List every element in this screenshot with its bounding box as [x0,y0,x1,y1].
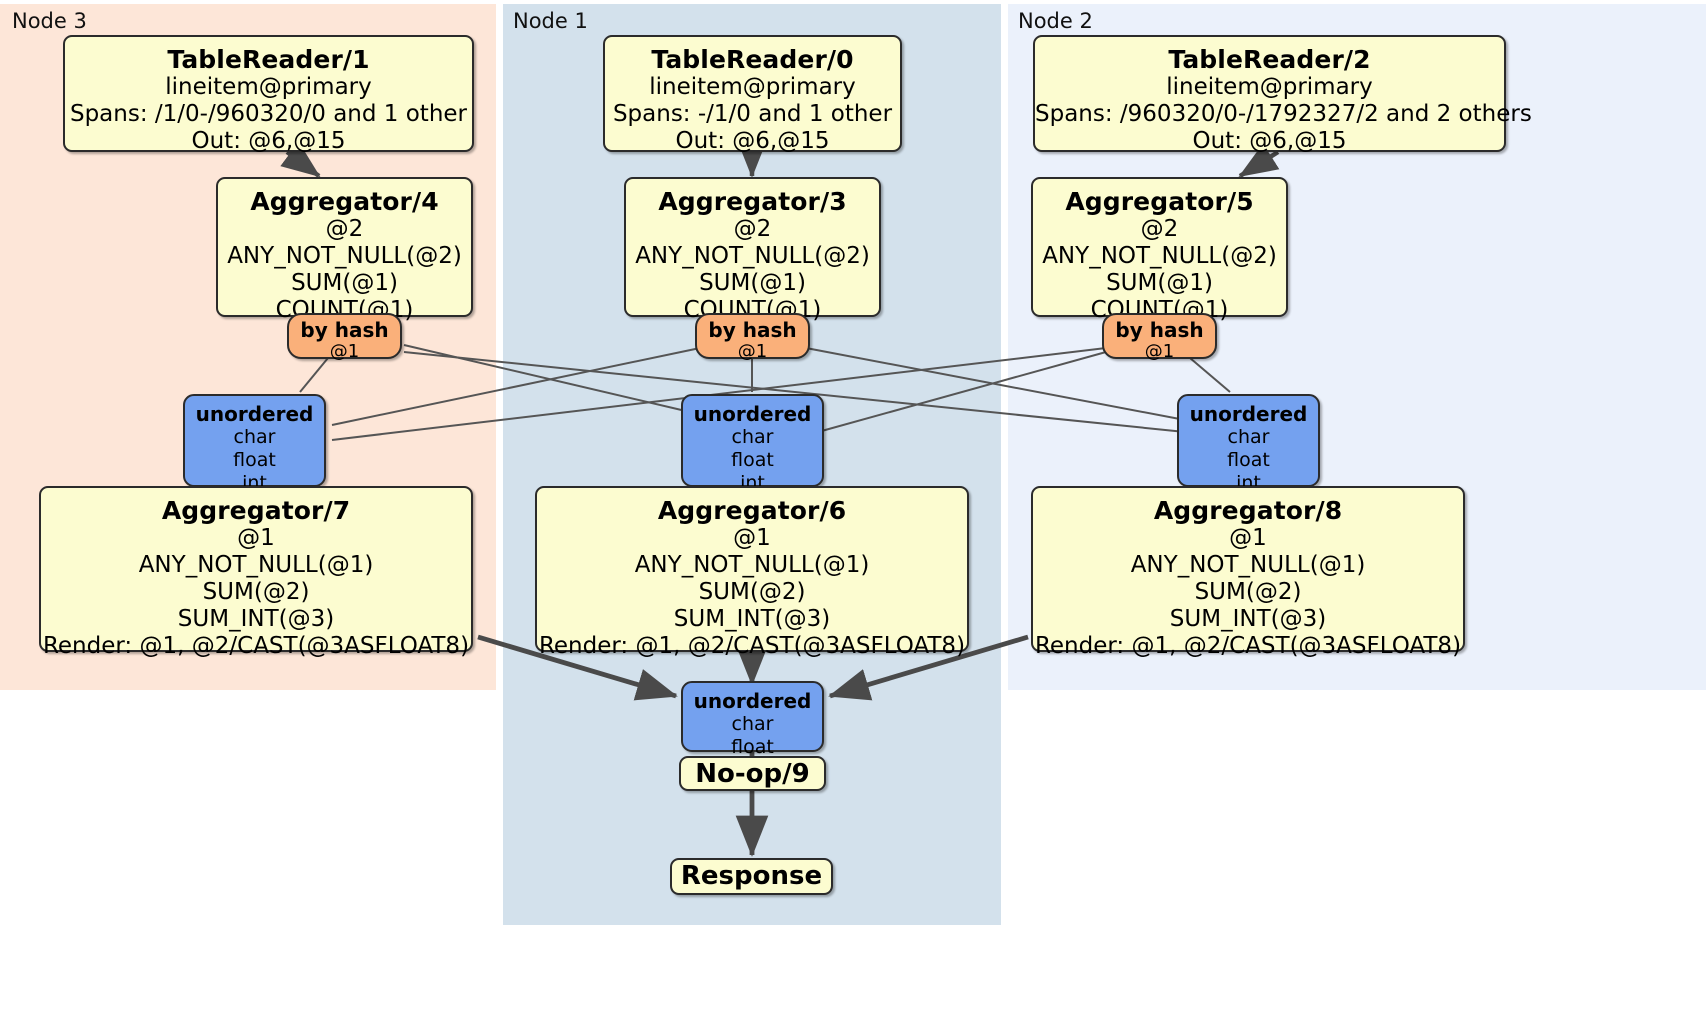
processor-response[interactable]: Response [670,858,833,895]
processor-func-2: SUM(@1) [699,269,806,296]
processor-func-3: SUM_INT(@3) [1169,605,1327,632]
processor-group: @2 [733,216,772,242]
processor-func-1: ANY_NOT_NULL(@1) [634,551,870,578]
processor-tablereader-0[interactable]: TableReader/0 lineitem@primary Spans: -/… [603,35,902,154]
processor-title: Aggregator/7 [161,496,351,525]
processor-out: Out: @6,@15 [191,127,346,154]
router-title: unordered [693,402,812,426]
router-by-hash-node1[interactable]: by hash @1 [695,313,810,362]
processor-title: No-op/9 [695,759,810,789]
processor-aggregator-4[interactable]: Aggregator/4 @2 ANY_NOT_NULL(@2) SUM(@1)… [216,177,473,323]
router-type-2: float [731,736,774,759]
router-column: @1 [329,341,360,362]
router-type-1: char [1227,426,1270,448]
router-column: @1 [737,341,768,362]
processor-group: @1 [1229,525,1267,551]
router-unordered-node1[interactable]: unordered char float int [681,394,824,494]
processor-spans: Spans: -/1/0 and 1 other [612,100,893,127]
router-column: @1 [1144,341,1175,362]
processor-func-1: ANY_NOT_NULL(@2) [635,242,870,269]
processor-func-2: SUM(@2) [1194,578,1302,605]
router-title: unordered [693,689,812,713]
processor-render: Render: @1, @2/CAST(@3ASFLOAT8) [42,632,470,659]
router-type-2: float [233,449,276,472]
processor-func-2: SUM(@1) [1106,269,1213,296]
router-type-2: float [1227,449,1270,472]
processor-title: Aggregator/8 [1153,496,1343,525]
router-type-1: char [731,426,774,448]
processor-title: Aggregator/5 [1065,187,1254,216]
processor-tablereader-2[interactable]: TableReader/2 lineitem@primary Spans: /9… [1033,35,1532,154]
processor-func-1: ANY_NOT_NULL(@2) [1042,242,1277,269]
processor-aggregator-3[interactable]: Aggregator/3 @2 ANY_NOT_NULL(@2) SUM(@1)… [624,177,881,323]
router-type-1: char [731,713,774,735]
router-type-2: float [731,449,774,472]
processor-title: TableReader/2 [1168,45,1371,74]
processor-aggregator-6[interactable]: Aggregator/6 @1 ANY_NOT_NULL(@1) SUM(@2)… [535,486,969,659]
processor-group: @1 [237,525,275,551]
processor-group: @2 [1140,216,1179,242]
processor-title: Aggregator/6 [657,496,847,525]
processor-func-1: ANY_NOT_NULL(@2) [227,242,462,269]
processor-func-3: SUM_INT(@3) [673,605,831,632]
processor-func-2: SUM(@2) [698,578,806,605]
processor-func-1: ANY_NOT_NULL(@1) [138,551,374,578]
processor-title: Aggregator/4 [250,187,439,216]
processor-func-2: SUM(@2) [202,578,310,605]
router-title: by hash [708,318,797,342]
router-by-hash-node2[interactable]: by hash @1 [1102,313,1217,362]
processor-out: Out: @6,@15 [1192,127,1347,154]
router-title: unordered [195,402,314,426]
router-title: by hash [1115,318,1204,342]
router-unordered-final[interactable]: unordered char float [681,681,824,758]
panel-node3-label: Node 3 [12,9,87,33]
panel-node1-label: Node 1 [513,9,588,33]
router-unordered-node2[interactable]: unordered char float int [1177,394,1320,494]
processor-title: Response [680,861,823,891]
processor-func-2: SUM(@1) [291,269,398,296]
processor-render: Render: @1, @2/CAST(@3ASFLOAT8) [1034,632,1462,659]
processor-spans: Spans: /1/0-/960320/0 and 1 other [69,100,468,127]
router-type-1: char [233,426,276,448]
processor-out: Out: @6,@15 [675,127,830,154]
router-title: by hash [300,318,389,342]
processor-table: lineitem@primary [165,74,372,100]
processor-title: Aggregator/3 [658,187,847,216]
router-unordered-node3[interactable]: unordered char float int [183,394,326,494]
processor-table: lineitem@primary [649,74,856,100]
router-by-hash-node3[interactable]: by hash @1 [287,313,402,362]
router-title: unordered [1189,402,1308,426]
processor-title: TableReader/0 [651,45,854,74]
processor-table: lineitem@primary [1166,74,1373,100]
processor-render: Render: @1, @2/CAST(@3ASFLOAT8) [538,632,966,659]
processor-aggregator-8[interactable]: Aggregator/8 @1 ANY_NOT_NULL(@1) SUM(@2)… [1031,486,1465,659]
panel-node2-label: Node 2 [1018,9,1093,33]
processor-spans: Spans: /960320/0-/1792327/2 and 2 others [1035,100,1532,127]
processor-aggregator-5[interactable]: Aggregator/5 @2 ANY_NOT_NULL(@2) SUM(@1)… [1031,177,1288,323]
processor-tablereader-1[interactable]: TableReader/1 lineitem@primary Spans: /1… [63,35,474,154]
processor-group: @1 [733,525,771,551]
processor-func-3: SUM_INT(@3) [177,605,335,632]
processor-func-1: ANY_NOT_NULL(@1) [1130,551,1366,578]
processor-title: TableReader/1 [167,45,370,74]
processor-group: @2 [325,216,364,242]
processor-aggregator-7[interactable]: Aggregator/7 @1 ANY_NOT_NULL(@1) SUM(@2)… [39,486,473,659]
processor-noop-9[interactable]: No-op/9 [679,756,826,791]
